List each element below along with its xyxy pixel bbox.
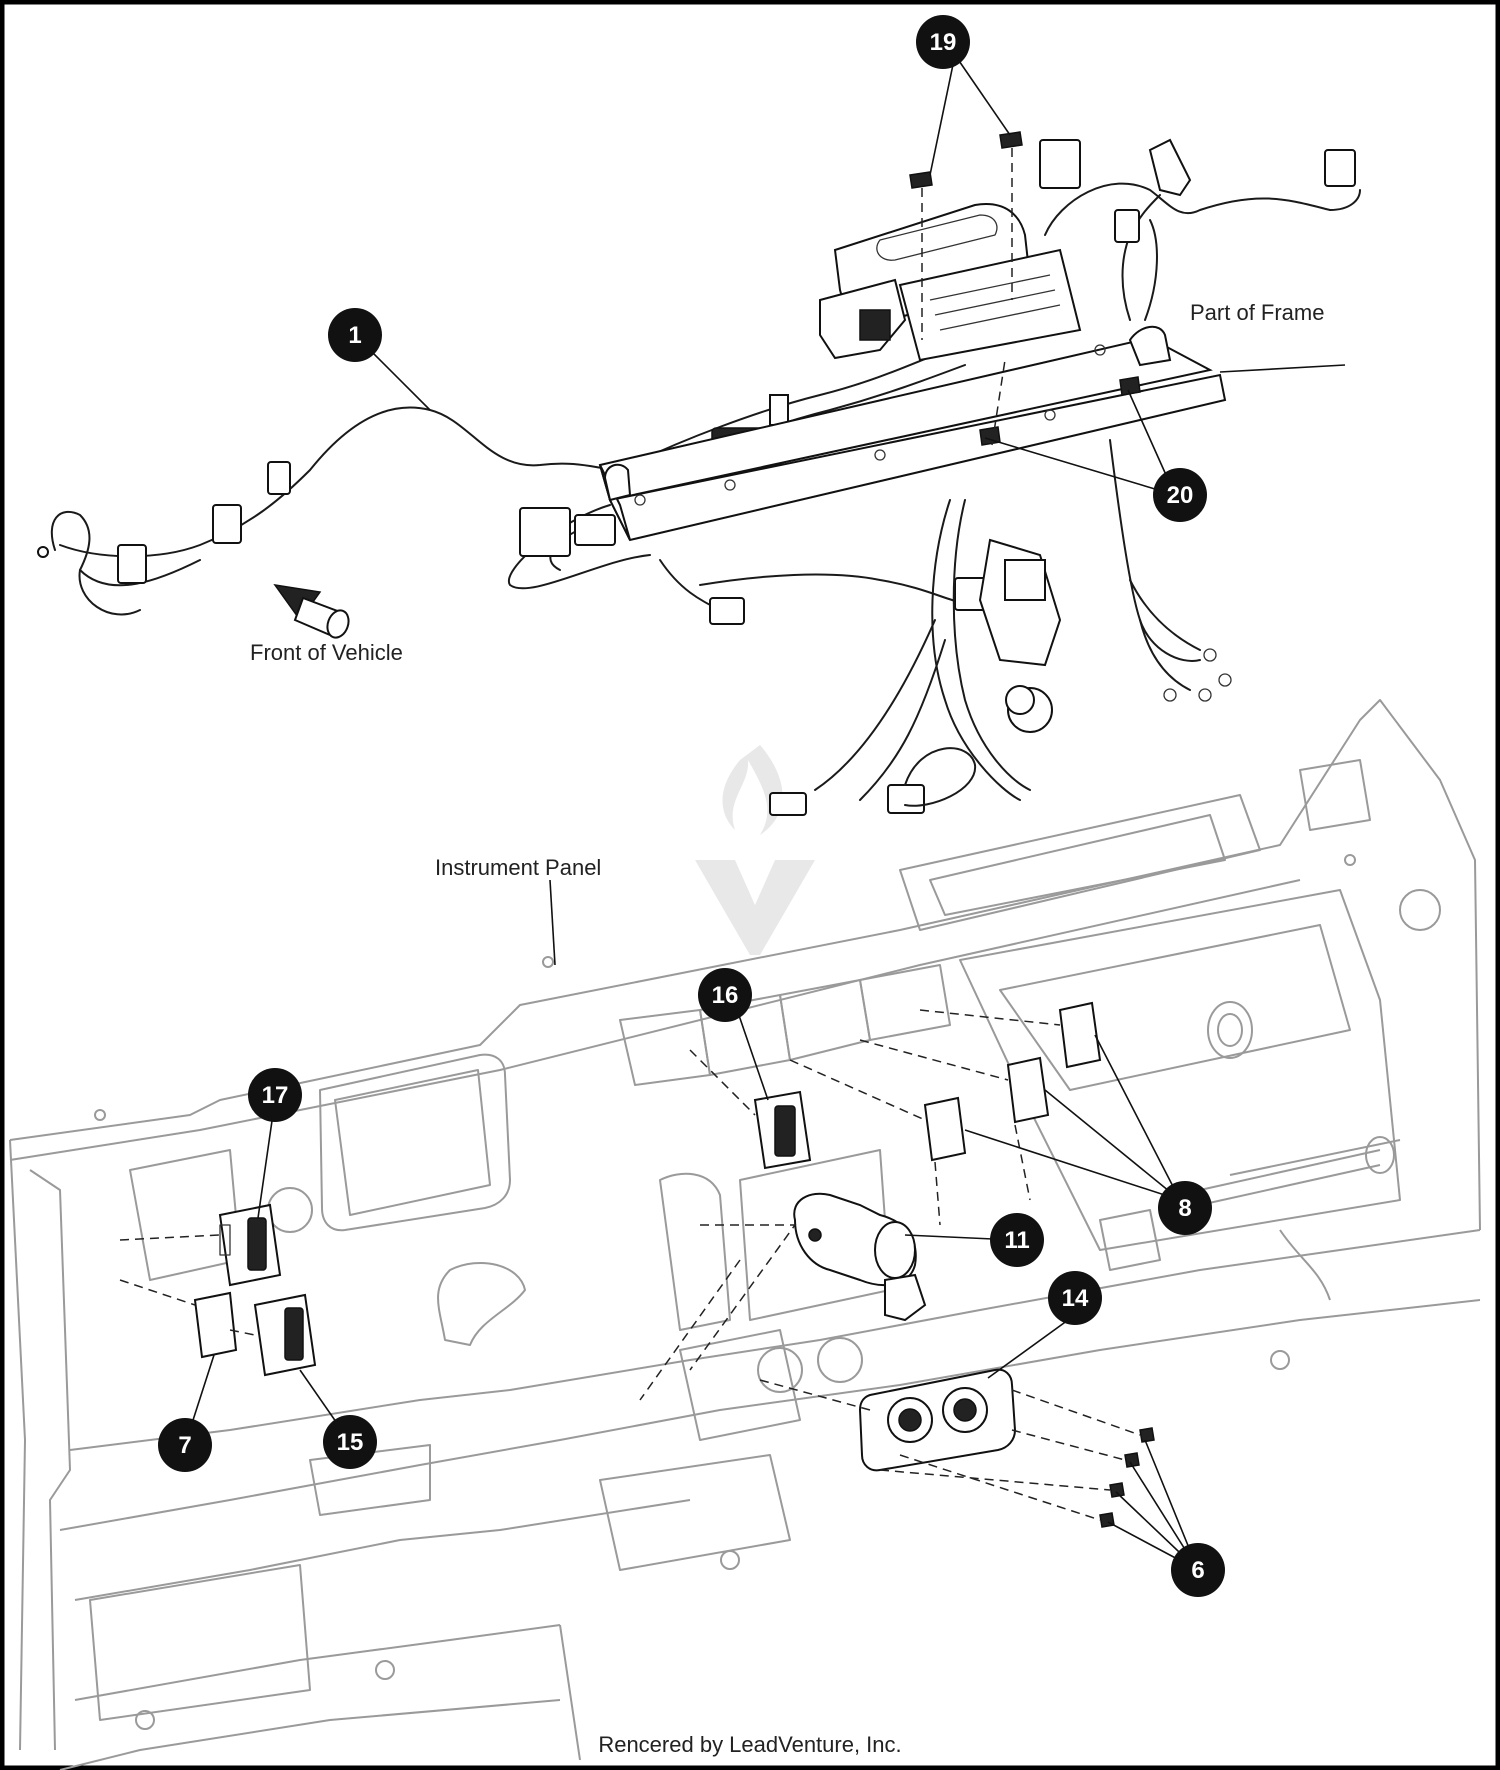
callout-20: 20 [1153,468,1207,522]
fastener-dashed-lines [921,148,1013,446]
svg-text:11: 11 [1004,1227,1029,1254]
svg-text:8: 8 [1178,1195,1191,1222]
callout-8: 8 [1158,1181,1212,1235]
svg-text:16: 16 [712,982,739,1009]
callout-1: 1 [328,308,382,362]
callout-19: 19 [916,15,970,69]
front-arrow-icon [273,583,350,639]
svg-text:1: 1 [348,322,361,349]
callout-14: 14 [1048,1271,1102,1325]
callout-15: 15 [323,1415,377,1469]
svg-text:6: 6 [1191,1557,1204,1584]
assembly-dashed-lines [119,1009,1141,1521]
leadventure-logo-icon [695,745,815,955]
part-of-frame-label: Part of Frame [1190,300,1324,325]
callout-7: 7 [158,1418,212,1472]
callout-11: 11 [990,1213,1044,1267]
svg-text:7: 7 [178,1432,191,1459]
footer-credit: Rencered by LeadVenture, Inc. [598,1732,901,1757]
callout-6: 6 [1171,1543,1225,1597]
screw-icon [909,131,1141,446]
svg-text:14: 14 [1062,1285,1089,1312]
callout-16: 16 [698,968,752,1022]
svg-text:15: 15 [337,1429,364,1456]
callout-17: 17 [248,1068,302,1122]
svg-text:17: 17 [262,1082,289,1109]
instrument-panel-label: Instrument Panel [435,855,601,880]
svg-text:20: 20 [1167,482,1194,509]
svg-text:19: 19 [930,29,957,56]
leader-lines [184,54,1346,1571]
front-of-vehicle-label: Front of Vehicle [250,640,403,665]
wiring-harness [37,138,1361,816]
frame-crossmember [598,325,1227,542]
gauge-cluster [819,203,1082,362]
dash-components [193,1001,1155,1528]
